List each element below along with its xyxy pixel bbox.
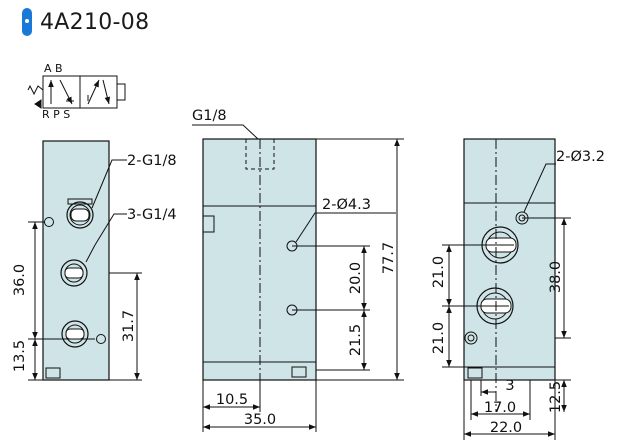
title-bar: 4A210-08 [22,6,149,38]
front-holes-label: 2-Ø4.3 [322,197,371,213]
front-port-top-label: G1/8 [192,108,227,124]
dim-12-5: 12.5 [548,381,564,413]
dim-38: 38.0 [548,261,564,293]
left-view [28,140,142,381]
dim-31-7: 31.7 [121,310,137,342]
right-view [442,138,571,440]
dim-36: 36.0 [12,264,28,296]
dim-35: 35.0 [244,412,276,428]
dim-77-7: 77.7 [381,242,397,274]
left-port-side-label: 3-G1/4 [127,207,177,223]
dim-3: 3 [505,378,514,394]
left-port-top-label: 2-G1/8 [127,153,177,169]
front-view [192,124,404,432]
dim-21-upper: 21.0 [431,256,447,288]
dim-13-5: 13.5 [12,340,28,372]
dim-21-lower: 21.0 [431,322,447,354]
page-title: 4A210-08 [40,9,150,35]
right-holes-label: 2-Ø3.2 [556,149,605,165]
symbol-bottom-ports: R P S [42,108,70,121]
dim-17: 17.0 [484,400,516,416]
symbol-top-ports: A B [44,62,63,75]
title-marker-icon [22,8,32,36]
dim-20: 20.0 [348,262,364,294]
valve-symbol [27,75,126,109]
dim-22: 22.0 [490,420,522,436]
dim-21-5: 21.5 [348,324,364,356]
dim-10-5: 10.5 [216,392,248,408]
